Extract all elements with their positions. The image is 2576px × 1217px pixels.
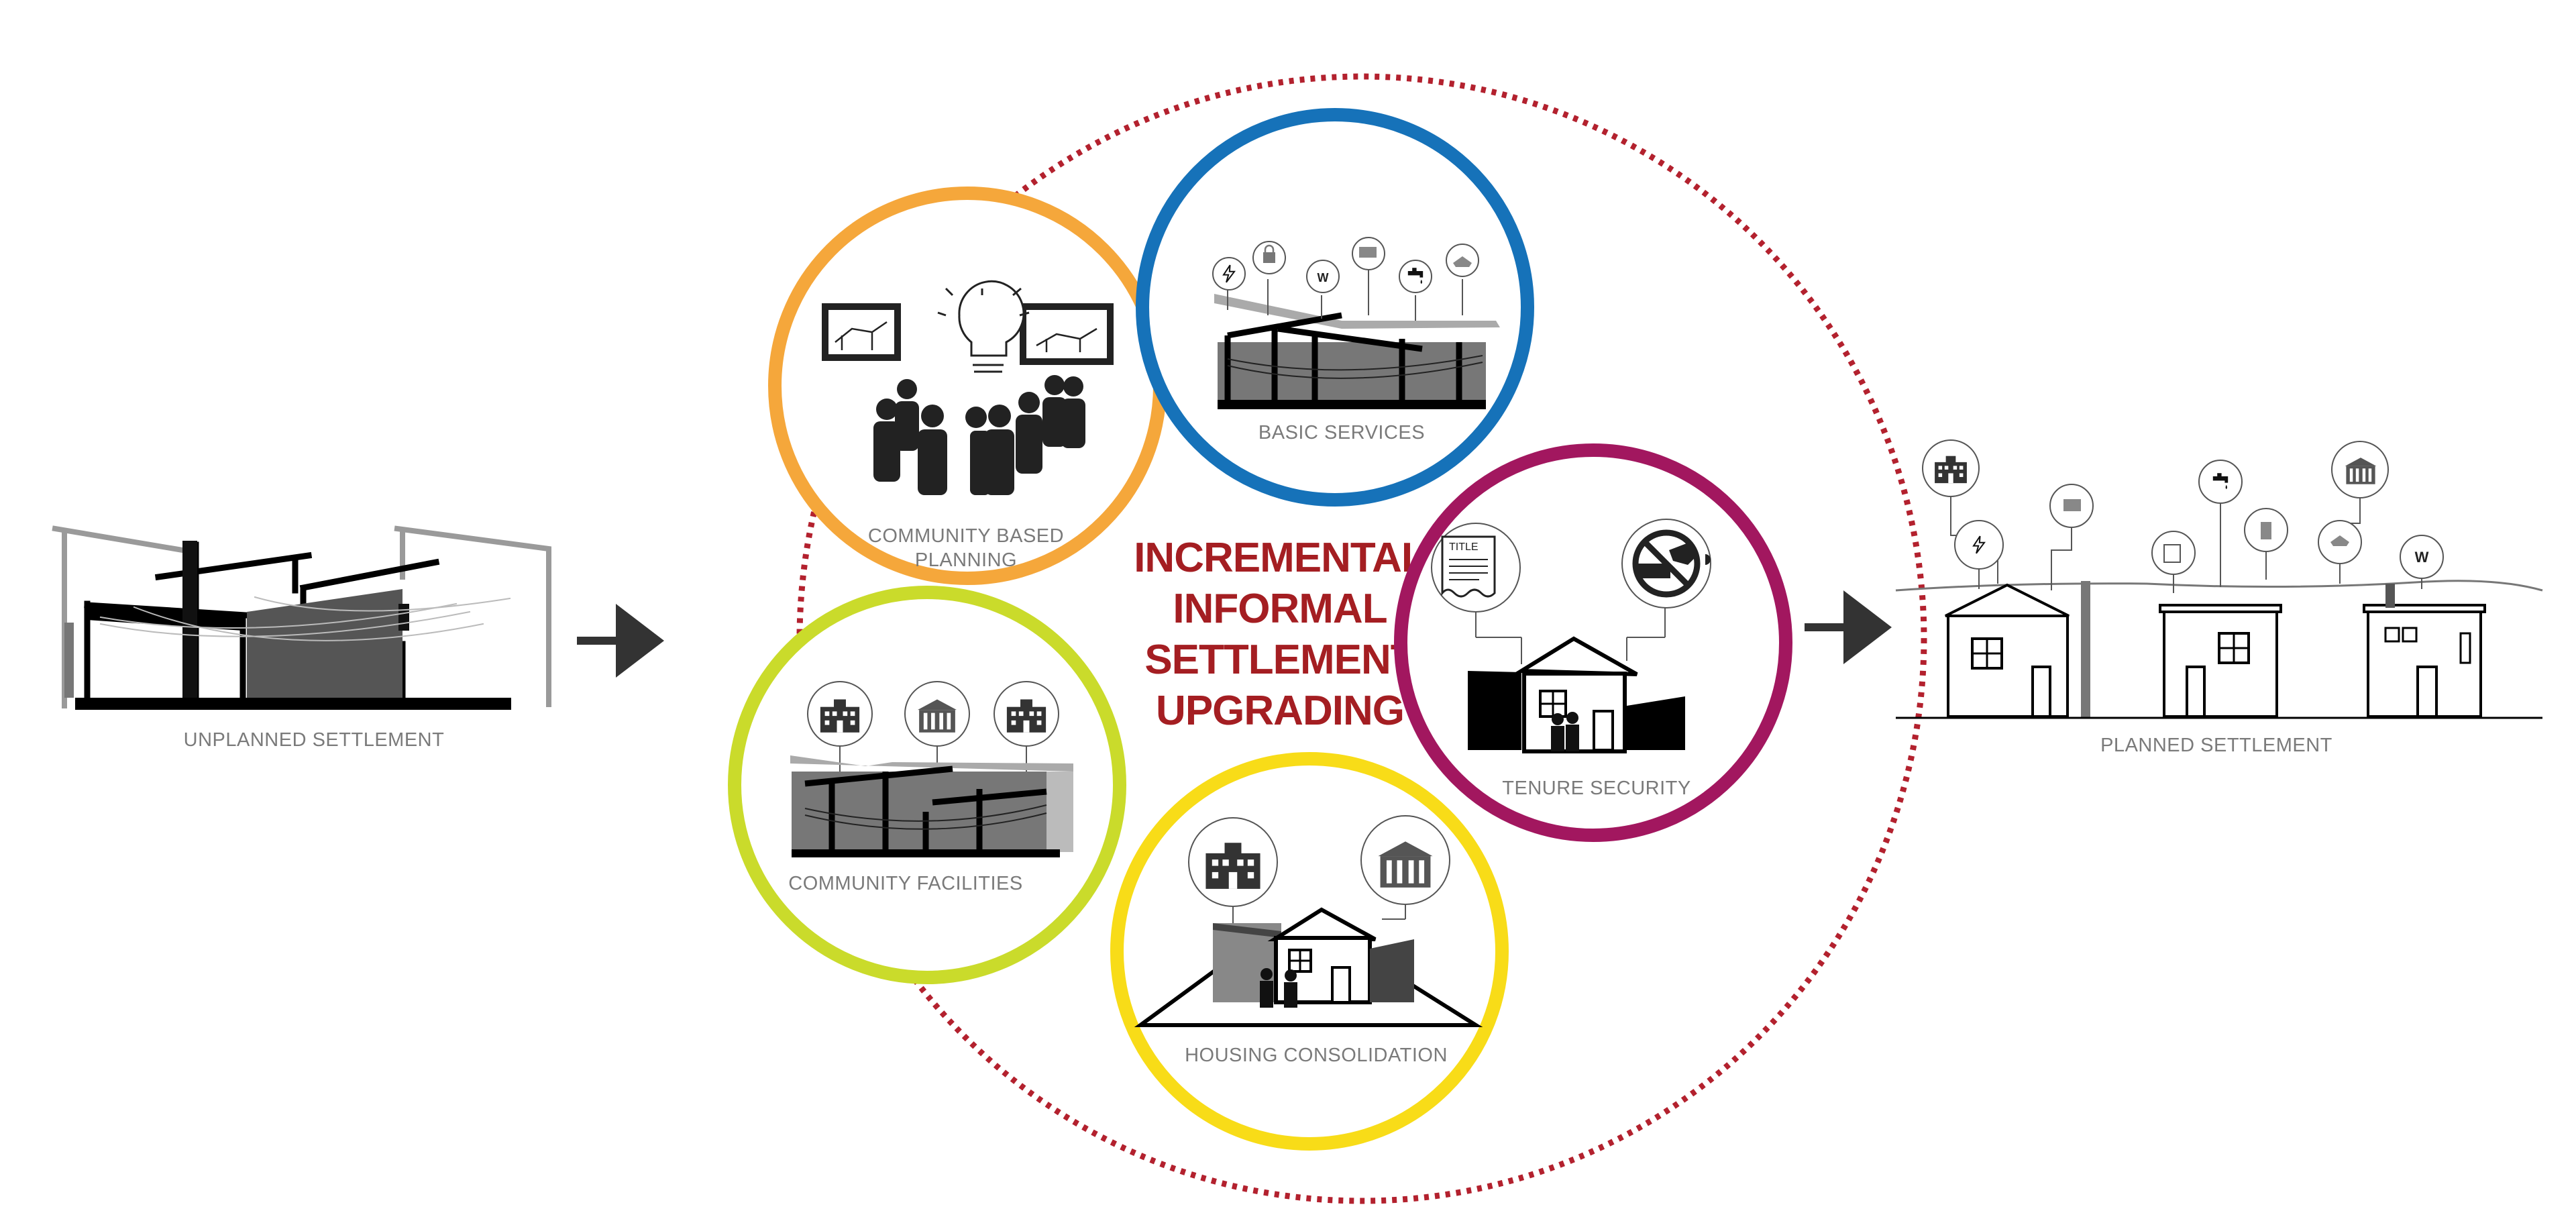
electricity-icon <box>1212 257 1246 290</box>
presentation-screen-icon <box>1020 303 1114 365</box>
presentation-screen-icon <box>822 303 901 361</box>
community-planning-component: COMMUNITY BASED PLANNING <box>768 187 1167 585</box>
title-deed-badge-icon <box>2151 531 2196 575</box>
tenure-security-component: TITLE <box>1394 443 1792 842</box>
community-planning-ring <box>768 187 1167 585</box>
community-planning-label-1: COMMUNITY BASED <box>868 525 1064 547</box>
arrow-right-icon <box>1805 590 1892 664</box>
lightbulb-icon <box>937 280 1030 373</box>
community-facilities-component: COMMUNITY FACILITIES <box>728 586 1126 984</box>
title-line-3: SETTLEMENT <box>1144 637 1415 683</box>
community-facilities-label: COMMUNITY FACILITIES <box>788 873 1022 894</box>
planned-house-3 <box>2363 584 2486 718</box>
water-badge-text: W <box>1318 271 1329 284</box>
planned-house-2 <box>2159 604 2282 718</box>
basic-services-house-drawing <box>1214 294 1500 409</box>
water-tap-badge-icon <box>2198 460 2243 504</box>
no-eviction-badge <box>1621 519 1711 661</box>
tenure-security-label: TENURE SECURITY <box>1502 778 1690 799</box>
housing-consolidation-label: HOUSING CONSOLIDATION <box>1185 1045 1448 1066</box>
title-deed-badge: TITLE <box>1431 523 1522 664</box>
title-deed-text: TITLE <box>1449 541 1479 553</box>
service-badges <box>1212 237 1479 321</box>
facilities-house-drawing <box>790 755 1073 857</box>
planned-settlement-drawing: W <box>1895 439 2543 719</box>
planned-house-1 <box>1945 583 2070 718</box>
basic-services-component: W BASIC SERVICES <box>1136 108 1534 507</box>
basic-services-label: BASIC SERVICES <box>1258 422 1425 443</box>
right-label: PLANNED SETTLEMENT <box>2100 735 2332 756</box>
housing-consolidation-component: HOUSING CONSOLIDATION <box>1110 752 1509 1151</box>
water-tap-icon <box>1399 260 1432 293</box>
title-line-2: INFORMAL <box>1173 586 1387 632</box>
title-line-4: UPGRADING <box>1156 688 1404 734</box>
tenure-house-drawing <box>1468 636 1685 753</box>
consolidation-house-drawing <box>1134 907 1483 1027</box>
electricity-badge-icon <box>1954 520 2004 570</box>
community-planning-label-2: PLANNING <box>915 549 1017 571</box>
water-badge-text: W <box>2415 549 2429 566</box>
arrow-right-icon <box>577 604 664 678</box>
people-group-icon <box>873 375 1085 495</box>
left-label: UNPLANNED SETTLEMENT <box>184 729 445 751</box>
water-meter-badge-icon <box>2400 535 2444 579</box>
water-meter-icon <box>1306 260 1340 293</box>
title-line-1: INCREMENTAL <box>1134 535 1426 581</box>
outer-dotted-circle <box>796 73 1927 1204</box>
unplanned-settlement-drawing <box>52 525 551 710</box>
